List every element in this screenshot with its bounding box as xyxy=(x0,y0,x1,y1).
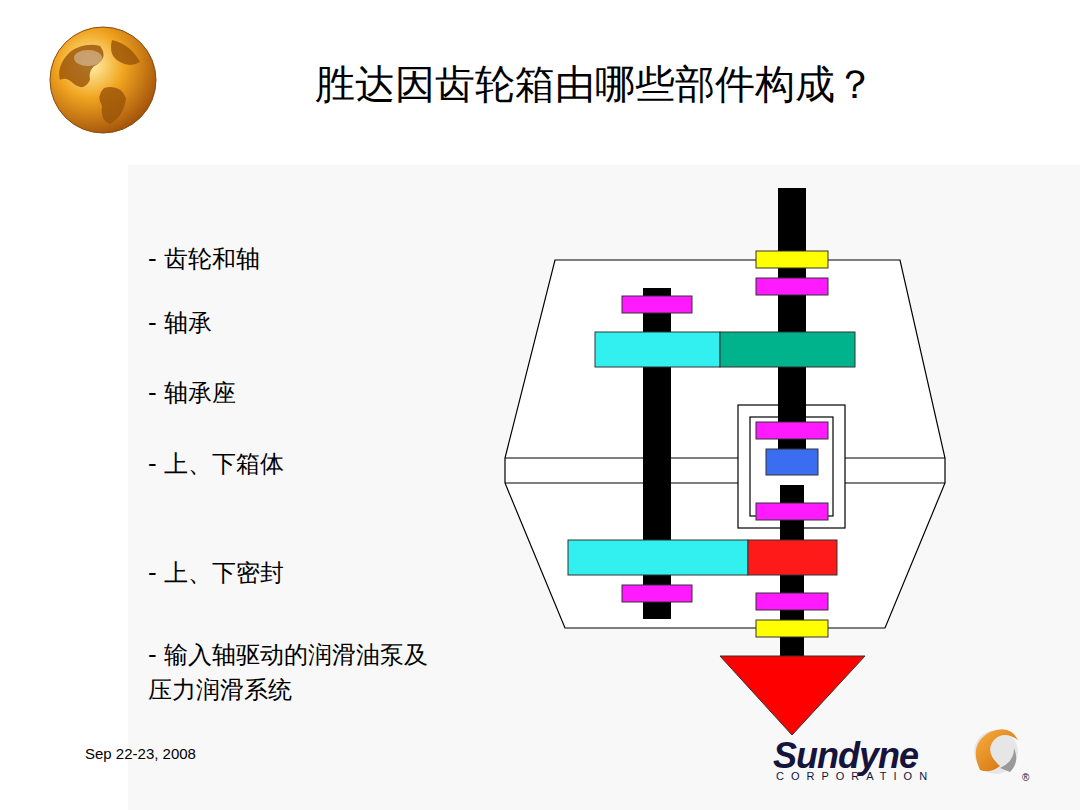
registered-mark: ® xyxy=(1022,772,1029,783)
bearing xyxy=(756,503,828,520)
bearing xyxy=(756,593,828,610)
list-item: - 上、下密封 xyxy=(148,557,284,589)
list-item: - 齿轮和轴 xyxy=(148,243,260,275)
gear xyxy=(748,540,837,575)
seal xyxy=(756,620,828,637)
gearbox-housing xyxy=(505,260,945,628)
background-panel xyxy=(128,165,1080,810)
seal xyxy=(756,251,828,268)
gear xyxy=(568,540,748,575)
logo-subtitle: CORPORATION xyxy=(776,770,934,782)
date-footer: Sep 22-23, 2008 xyxy=(85,745,196,762)
gear xyxy=(720,332,855,367)
bearing xyxy=(756,278,828,295)
impeller-arrow xyxy=(720,656,865,735)
globe-icon xyxy=(50,27,156,133)
list-item: - 上、下箱体 xyxy=(148,448,284,480)
slide-title: 胜达因齿轮箱由哪些部件构成？ xyxy=(180,60,1010,108)
list-item: - 轴承座 xyxy=(148,377,236,409)
bearing xyxy=(622,585,692,602)
logo-swirl xyxy=(974,729,1018,774)
input-shaft xyxy=(778,188,806,456)
list-item: - 轴承 xyxy=(148,307,212,339)
gear xyxy=(595,332,720,367)
coupling xyxy=(766,449,818,475)
bearing xyxy=(622,296,692,313)
list-item: - 输入轴驱动的润滑油泵及 压力润滑系统 xyxy=(148,638,493,708)
bearing xyxy=(756,422,828,439)
